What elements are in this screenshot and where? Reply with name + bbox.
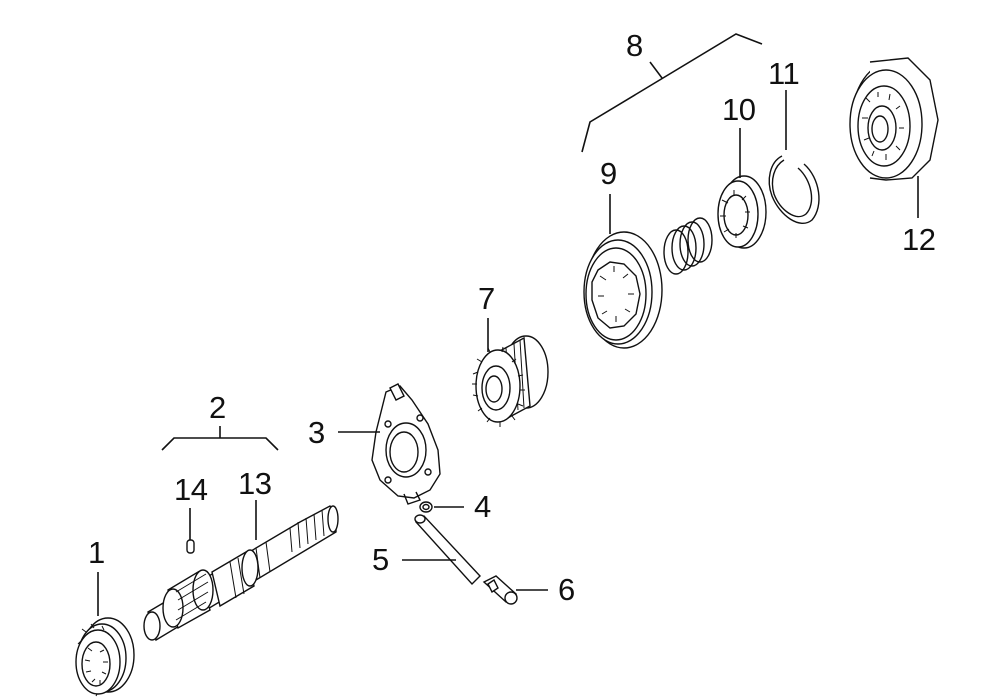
callout-5: 5 xyxy=(372,542,389,577)
part-10-inner-ring xyxy=(717,175,767,249)
bracket-8 xyxy=(581,33,763,153)
part-8-spring xyxy=(663,217,713,275)
callout-7: 7 xyxy=(478,281,495,316)
callout-14: 14 xyxy=(174,472,208,507)
part-7-gear xyxy=(472,335,549,427)
part-4-ring xyxy=(419,501,433,513)
callout-2: 2 xyxy=(209,390,226,425)
callout-1: 1 xyxy=(88,535,105,570)
callout-9: 9 xyxy=(600,156,617,191)
part-11-snap-ring xyxy=(768,155,820,224)
part-14-pin xyxy=(186,539,195,554)
callout-6: 6 xyxy=(558,572,575,607)
part-13-mainshaft xyxy=(143,505,339,642)
bracket-2 xyxy=(161,437,279,451)
part-3-retainer-plate xyxy=(371,383,441,505)
part-9-synchro-hub xyxy=(583,231,663,349)
part-5-tube xyxy=(414,514,481,586)
callout-11: 11 xyxy=(768,56,799,91)
part-1-sleeve-gear xyxy=(75,617,135,697)
callout-4: 4 xyxy=(474,489,491,524)
part-6-connector xyxy=(482,575,518,605)
callout-12: 12 xyxy=(902,222,935,257)
callout-13: 13 xyxy=(238,466,271,501)
callout-10: 10 xyxy=(722,92,756,127)
part-12-disc xyxy=(849,57,939,181)
callout-8: 8 xyxy=(626,28,643,63)
callout-3: 3 xyxy=(308,415,325,450)
leader-8 xyxy=(649,61,663,79)
